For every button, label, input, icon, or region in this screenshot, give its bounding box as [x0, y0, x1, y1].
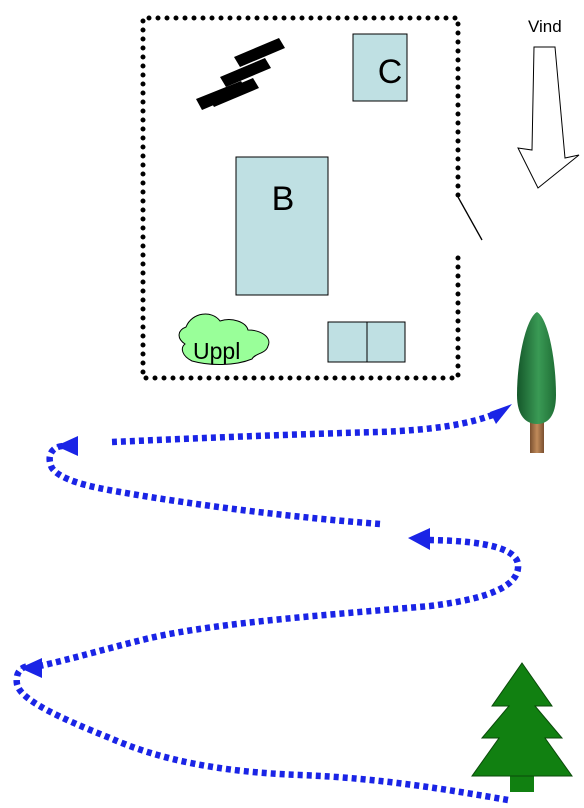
upplag-area [178, 313, 270, 365]
spruce-tree-icon [471, 662, 573, 792]
walking-route [13, 409, 522, 804]
pine-tree-icon [517, 312, 556, 453]
building-c-label: C [378, 53, 403, 91]
twin-buildings [327, 321, 406, 363]
route-arrowheads [20, 404, 512, 678]
gate [457, 196, 483, 241]
upplag-label: Uppl [193, 338, 240, 364]
route-arrowhead [56, 436, 78, 456]
wind-arrow-icon [517, 46, 580, 189]
building-b-label: B [272, 180, 295, 218]
route-arrowhead [408, 528, 430, 550]
site-boundary [140, 15, 461, 381]
parking-stripes [196, 38, 285, 110]
wind-label: Vind [528, 17, 562, 36]
building-c [352, 33, 408, 102]
route-arrowhead [490, 404, 512, 424]
building-b [235, 156, 329, 296]
route-arrowhead [20, 658, 42, 678]
